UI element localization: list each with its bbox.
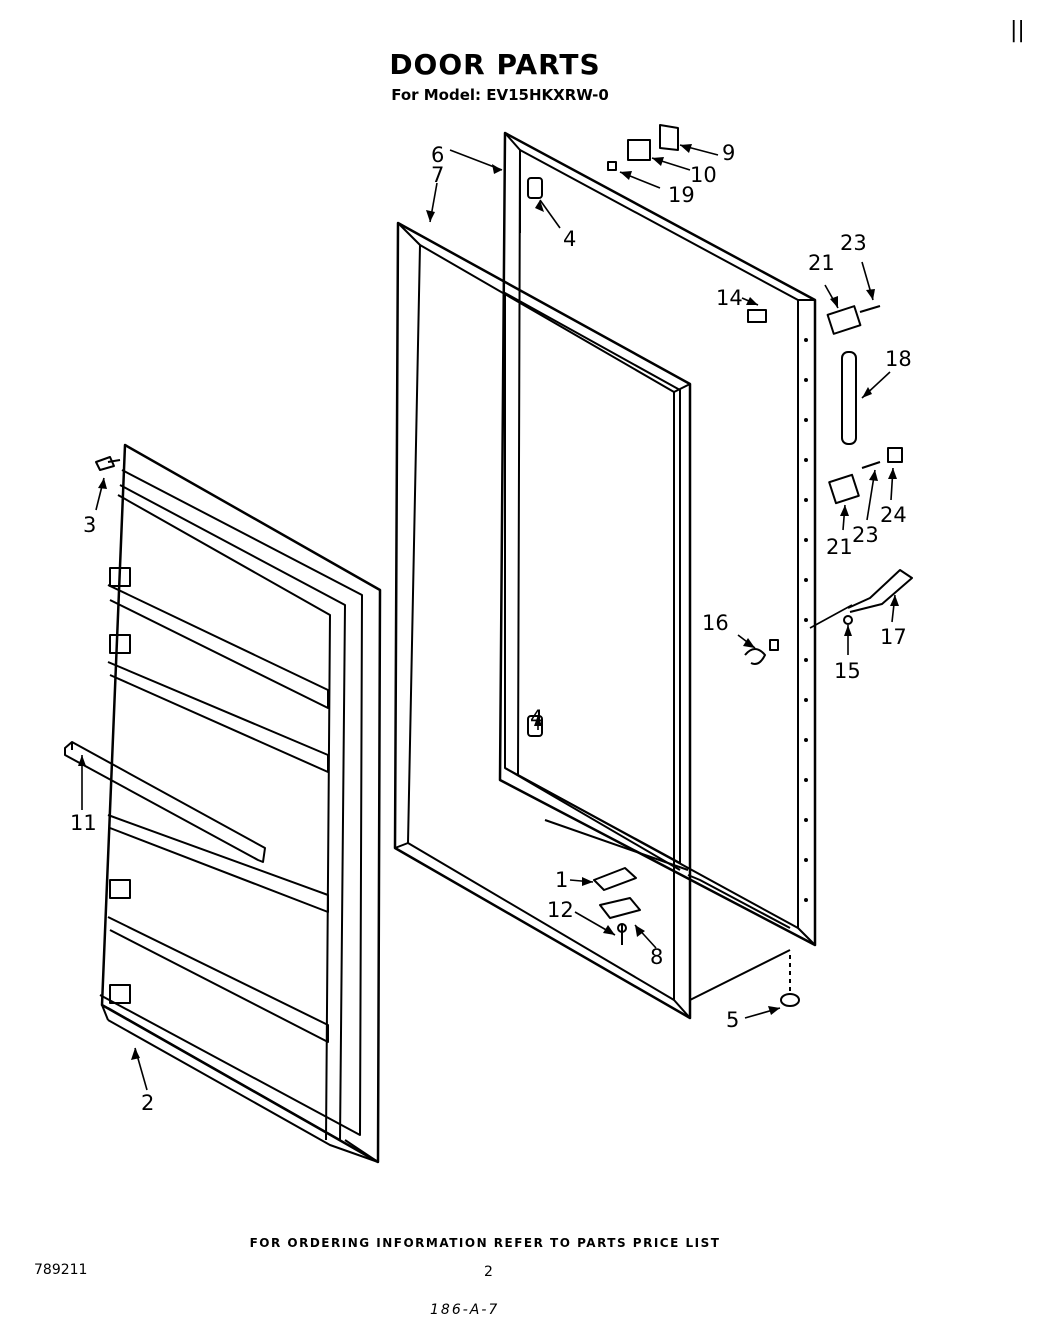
bracket-9-10 — [607, 124, 679, 171]
door-liner-frame — [393, 221, 692, 1020]
page-number: 2 — [484, 1264, 493, 1280]
hinge-pin-rod — [841, 351, 857, 445]
document-number: 789211 — [34, 1262, 88, 1278]
hinge-lower — [828, 447, 903, 505]
callout-4-upper: 4 — [563, 227, 576, 251]
clip-16 — [744, 639, 779, 665]
callout-4-lower: 4 — [530, 706, 543, 730]
callout-23-upper: 23 — [840, 231, 867, 255]
hinge-upper — [747, 305, 881, 335]
callout-9: 9 — [722, 141, 735, 165]
callout-11: 11 — [70, 811, 97, 835]
cable-tie — [843, 569, 913, 625]
foot-5 — [780, 955, 800, 1007]
callout-23-lower: 23 — [852, 523, 879, 547]
outer-door-panel — [498, 131, 817, 1001]
inner-door-panel — [95, 443, 382, 1164]
arrow-heads — [78, 144, 899, 1060]
callout-10: 10 — [690, 163, 717, 187]
ordering-note: FOR ORDERING INFORMATION REFER TO PARTS … — [249, 1236, 721, 1250]
callout-24: 24 — [880, 503, 907, 527]
callout-7: 7 — [431, 163, 444, 187]
callout-5: 5 — [726, 1008, 739, 1032]
callout-18: 18 — [885, 347, 912, 371]
corner-mark: || — [1010, 18, 1025, 43]
callout-6: 6 — [431, 143, 444, 167]
callout-2: 2 — [141, 1091, 154, 1115]
callout-1: 1 — [555, 868, 568, 892]
page-title: DOOR PARTS — [389, 48, 601, 81]
callout-21-lower: 21 — [826, 535, 853, 559]
callout-3: 3 — [83, 513, 96, 537]
callout-14: 14 — [716, 286, 743, 310]
bumper-4 — [527, 177, 543, 737]
callout-19: 19 — [668, 183, 695, 207]
latch-1-12-8 — [593, 867, 641, 945]
handle-bar — [64, 741, 266, 863]
callout-8: 8 — [650, 945, 663, 969]
callout-12: 12 — [547, 898, 574, 922]
callout-17: 17 — [880, 625, 907, 649]
callout-15: 15 — [834, 659, 861, 683]
model-subtitle: For Model: EV15HKXRW-0 — [391, 86, 609, 104]
callout-21-upper: 21 — [808, 251, 835, 275]
callout-16: 16 — [702, 611, 729, 635]
handwritten-note: 186-A-7 — [430, 1302, 500, 1318]
